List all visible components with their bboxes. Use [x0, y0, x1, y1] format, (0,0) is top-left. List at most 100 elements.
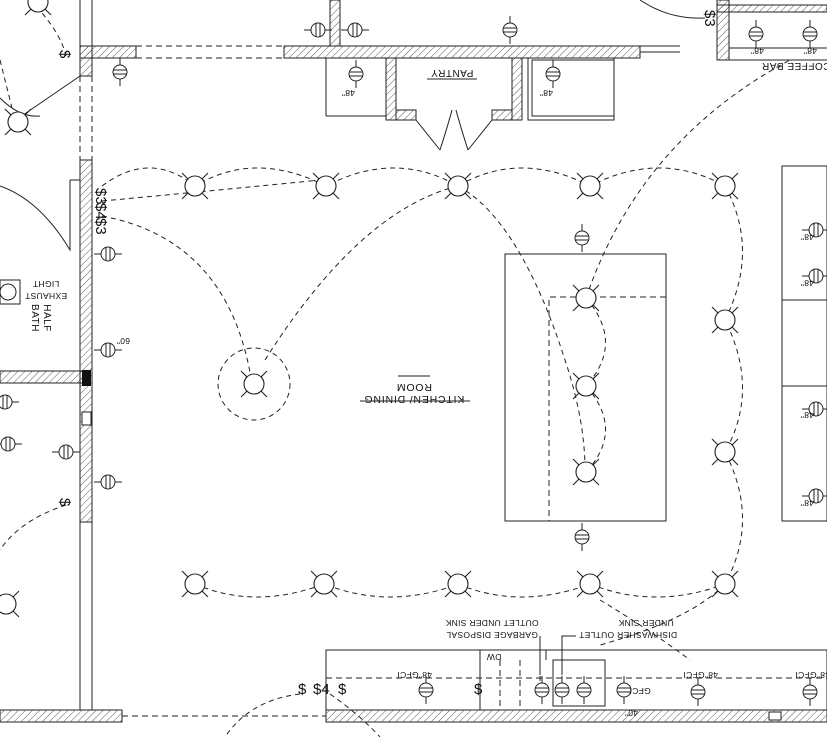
exhaust-light-label-line2: LIGHT — [33, 279, 60, 289]
outlet-icon — [802, 401, 827, 417]
light-fixture-icon — [181, 172, 209, 200]
room-name-line2: ROOM — [396, 381, 432, 393]
outlet-icon — [304, 22, 332, 38]
thermostat-icon — [82, 370, 91, 386]
sink — [552, 659, 606, 707]
wall-top-center — [283, 45, 641, 59]
exhaust-light-label-line1: EXHAUST — [25, 291, 67, 301]
switch-icon: $ — [56, 498, 73, 507]
island — [504, 253, 667, 522]
outlet-icon — [616, 676, 632, 704]
outlet-height-label: 48" — [801, 232, 814, 242]
coffee-bar-label: COFFEE BAR — [762, 60, 827, 71]
half-bath-label-line1: HALF — [41, 304, 52, 332]
gfci-height-label: 48"GFCI — [397, 670, 432, 680]
outlet-height-label: 48" — [342, 88, 355, 98]
outlet-icon — [690, 678, 706, 706]
outlet-icon — [0, 436, 22, 452]
light-fixture-icon — [711, 306, 739, 334]
wall-pantry-right — [511, 57, 523, 121]
outlet-icon — [554, 676, 570, 704]
dishwasher-label-line2: UNDER SINK — [618, 618, 673, 628]
light-fixture-icon — [0, 590, 20, 618]
outlet-height-label: 48" — [801, 498, 814, 508]
light-fixture-icon — [711, 570, 739, 598]
wall-left-main — [79, 159, 93, 523]
light-fixture-icon — [444, 172, 472, 200]
outlet-height-label: 48" — [804, 46, 817, 56]
outlet-icon — [341, 22, 369, 38]
wall-coffee-left — [716, 0, 730, 61]
room-name-line1: KITCHEN/ DINING — [364, 393, 465, 405]
wall-pantry-return-left — [395, 109, 417, 121]
switch-icon: $ — [56, 50, 73, 59]
pendant-light-icon — [572, 372, 600, 400]
gfci-height-label: 48"GFCI — [795, 670, 827, 680]
gfci-height-label: 48"GFCI — [683, 670, 718, 680]
pendant-light-icon — [572, 458, 600, 486]
outlet-icon — [94, 342, 122, 358]
right-cabinets — [781, 165, 827, 522]
phone-jack-icon — [81, 411, 92, 426]
outlet-icon — [502, 16, 518, 44]
pendant-light-icon — [572, 284, 600, 312]
chandelier-outline — [217, 347, 291, 421]
floor-box-icon — [768, 711, 782, 721]
ceiling-lights — [0, 0, 739, 618]
switch-4way-icon: $4 — [92, 203, 109, 220]
dishwasher-label-line1: DISHWASHER OUTLET — [579, 630, 677, 640]
wall-left-upper — [79, 45, 93, 77]
half-bath-label-line2: BATH — [29, 304, 40, 332]
outlet-icon — [748, 20, 764, 48]
wall-top-stub — [329, 0, 341, 47]
garbage-label-line2: OUTLET UNDER SINK — [445, 618, 538, 628]
outlet-icon — [94, 474, 122, 490]
light-fixture-icon — [312, 172, 340, 200]
switch-4way-icon: $4 — [313, 681, 330, 698]
outlet-icon — [802, 20, 818, 48]
architecture-lines — [0, 0, 827, 717]
dishwasher-dw-label: DW — [487, 652, 502, 662]
wall-bottom-right — [325, 709, 827, 723]
outlet-icon — [802, 488, 827, 504]
outlet-icon — [574, 224, 590, 252]
outlet-height-label: 48" — [801, 278, 814, 288]
switch-icon: $ — [338, 681, 347, 698]
gfci-label: GFCI — [629, 686, 651, 696]
counter-run — [325, 649, 827, 711]
outlet-icon — [348, 60, 364, 88]
switch-icon: $ — [298, 681, 307, 698]
light-fixture-icon — [576, 570, 604, 598]
light-fixture-icon — [711, 172, 739, 200]
outlet-icon — [418, 676, 434, 704]
switch-3way-icon: $3 — [701, 10, 718, 27]
outlet-height-label: 60" — [117, 336, 130, 346]
outlet-icon — [0, 394, 19, 410]
outlet-icon — [112, 58, 128, 86]
switch-3way-icon: $3 — [92, 218, 109, 235]
labels: PANTRY COFFEE BAR KITCHEN/ DINING ROOM H… — [25, 46, 827, 718]
outlet-icon — [545, 60, 561, 88]
outlet-icon — [576, 676, 592, 704]
outlet-icon — [574, 523, 590, 551]
chandelier-icon — [240, 370, 268, 398]
switches: $3 $4 $3 $ $ $3 $ $4 $ $ — [56, 10, 718, 698]
outlet-icon — [802, 222, 827, 238]
exhaust-fan-circle-icon — [0, 283, 17, 301]
outlet-icon — [534, 676, 550, 704]
outlet-height-label: 48" — [751, 46, 764, 56]
wall-bath-partition — [0, 370, 85, 384]
light-fixture-icon — [444, 570, 472, 598]
outlet-icon — [94, 246, 122, 262]
outlet-height-label: 40" — [625, 708, 638, 718]
light-fixture-icon — [576, 172, 604, 200]
switch-3way-icon: $3 — [92, 188, 109, 205]
wall-bottom-left — [0, 709, 123, 723]
wall-pantry-return-right — [491, 109, 513, 121]
outlet-height-label: 48" — [801, 410, 814, 420]
garbage-label-line1: GARBAGE DISPOSAL — [446, 630, 538, 640]
outlet-icon — [802, 678, 818, 706]
light-fixture-icon — [24, 0, 52, 16]
outlet-height-label: 48" — [540, 88, 553, 98]
